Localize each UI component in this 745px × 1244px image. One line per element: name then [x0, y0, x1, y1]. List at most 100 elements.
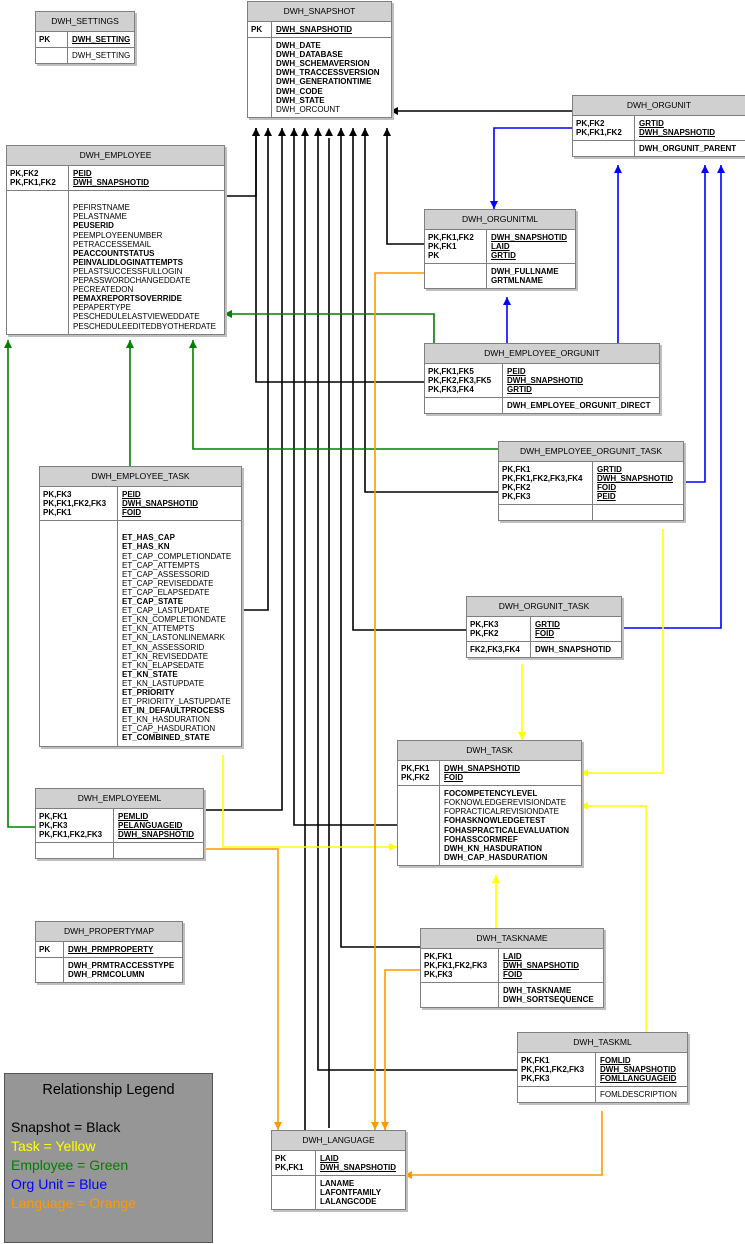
key-column: PK — [248, 22, 272, 38]
field-name: PESCHEDULELASTVIEWEDDATE — [73, 312, 200, 322]
field-name: PEINVALIDLOGINATTEMPTS — [73, 257, 183, 267]
attribute-section — [36, 843, 203, 859]
key-label: PK,FK3 — [470, 620, 499, 629]
relationship-line-snapshot — [240, 128, 269, 611]
field-name: FOCOMPETENCYLEVEL — [444, 789, 538, 799]
legend-item-task: Task = Yellow — [11, 1138, 96, 1154]
field-name: ET_KN_ELAPSEDATE — [122, 660, 205, 670]
key-label: PK — [39, 945, 51, 954]
key-column — [425, 264, 487, 289]
field-name: DWH_SNAPSHOTID — [491, 233, 568, 242]
arrow-head — [126, 340, 134, 348]
relationship-line-language — [202, 848, 279, 1130]
field-name: PEPASSWORDCHANGEDDATE — [73, 276, 191, 286]
field-name: DWH_SNAPSHOTID — [73, 178, 150, 188]
field-name: ET_KN_ASSESSORID — [122, 642, 205, 652]
field-name: LAID — [491, 242, 510, 252]
key-label: PK,FK3 — [39, 821, 68, 831]
arrow-head — [580, 769, 588, 777]
field-name: DWH_SETTINGID — [72, 35, 130, 44]
field-name: DWH_TASKNAME — [503, 986, 572, 996]
field-name — [597, 508, 679, 517]
field-name: ET_CAP_ELAPSEDATE — [122, 587, 210, 597]
field-column — [593, 505, 683, 520]
arrow-head — [278, 128, 286, 136]
legend-title: Relationship Legend — [42, 1082, 175, 1098]
field-name — [73, 194, 220, 203]
field-name: PESCHEDULEEDITEDBYOTHERDATE — [73, 321, 216, 331]
field-column: DWH_SNAPSHOTID — [531, 642, 621, 657]
arrow-head — [274, 1122, 282, 1130]
key-label: PK,FK1,FK2 — [10, 178, 56, 188]
relationship-line-snapshot — [224, 128, 257, 197]
field-column: DWH_EMPLOYEE_ORGUNIT_DIRECT — [503, 398, 659, 413]
key-column: FK2,FK3,FK4 — [467, 642, 531, 658]
key-column — [573, 141, 635, 157]
field-name: FOHASSCORMREF — [444, 834, 518, 844]
arrow-head — [361, 128, 369, 136]
field-name: ET_COMBINED_STATE — [122, 733, 210, 743]
arrow-head — [383, 128, 391, 136]
relationship-line-snapshot — [317, 128, 517, 1071]
legend-item-language: Language = Orange — [11, 1195, 136, 1211]
field-name: LANAME — [320, 1179, 355, 1189]
arrow-head — [580, 802, 588, 810]
field-name: DWH_EMPLOYEE_ORGUNIT_DIRECT — [507, 401, 651, 411]
arrow-head — [490, 201, 498, 209]
key-label: PK,FK1 — [401, 764, 430, 773]
field-name: DWH_SORTSEQUENCE — [503, 995, 594, 1005]
key-column — [518, 1087, 596, 1103]
relationship-line-snapshot — [352, 128, 466, 631]
key-label: PK,FK1,FK5 — [428, 367, 474, 376]
key-label: PK,FK1,FK2,FK3 — [43, 499, 107, 509]
field-name: GRTID — [639, 119, 664, 128]
relationship-line-language — [404, 1111, 603, 1176]
key-column: PK — [36, 32, 68, 48]
field-name: DWH_ORCOUNT — [276, 104, 340, 114]
entity-title: DWH_SETTINGS — [36, 12, 134, 32]
key-label: PK,FK2 — [470, 629, 499, 639]
field-name: DWH_GENERATIONTIME — [276, 77, 372, 87]
key-column — [36, 958, 64, 983]
relationship-line-orgunit — [620, 165, 722, 629]
field-name: ET_KN_LASTUPDATE — [122, 678, 205, 688]
field-name: DWH_CAP_HASDURATION — [444, 852, 548, 862]
field-name: PEUSERID — [73, 221, 114, 231]
field-name: ET_CAP_ASSESSORID — [122, 569, 210, 579]
field-column: DWH_SNAPSHOTID — [272, 22, 391, 37]
relationship-line-task — [580, 529, 664, 774]
field-name: ET_PRIORITY_LASTUPDATE — [122, 697, 231, 707]
relationship-line-snapshot — [255, 128, 424, 383]
field-name: LALANGCODE — [320, 1197, 377, 1207]
field-name: ET_KN_HASDURATION — [122, 715, 210, 725]
field-name: GRTID — [507, 385, 532, 395]
key-label: PK,FK2 — [10, 169, 39, 178]
field-name: ET_PRIORITY — [122, 687, 175, 697]
key-label: PK,FK3 — [521, 1074, 550, 1084]
key-column — [398, 786, 440, 865]
entity-title: DWH_TASKML — [518, 1033, 687, 1053]
field-name: PELASTNAME — [73, 212, 127, 222]
entity-title: DWH_ORGUNIT_TASK — [467, 597, 621, 617]
